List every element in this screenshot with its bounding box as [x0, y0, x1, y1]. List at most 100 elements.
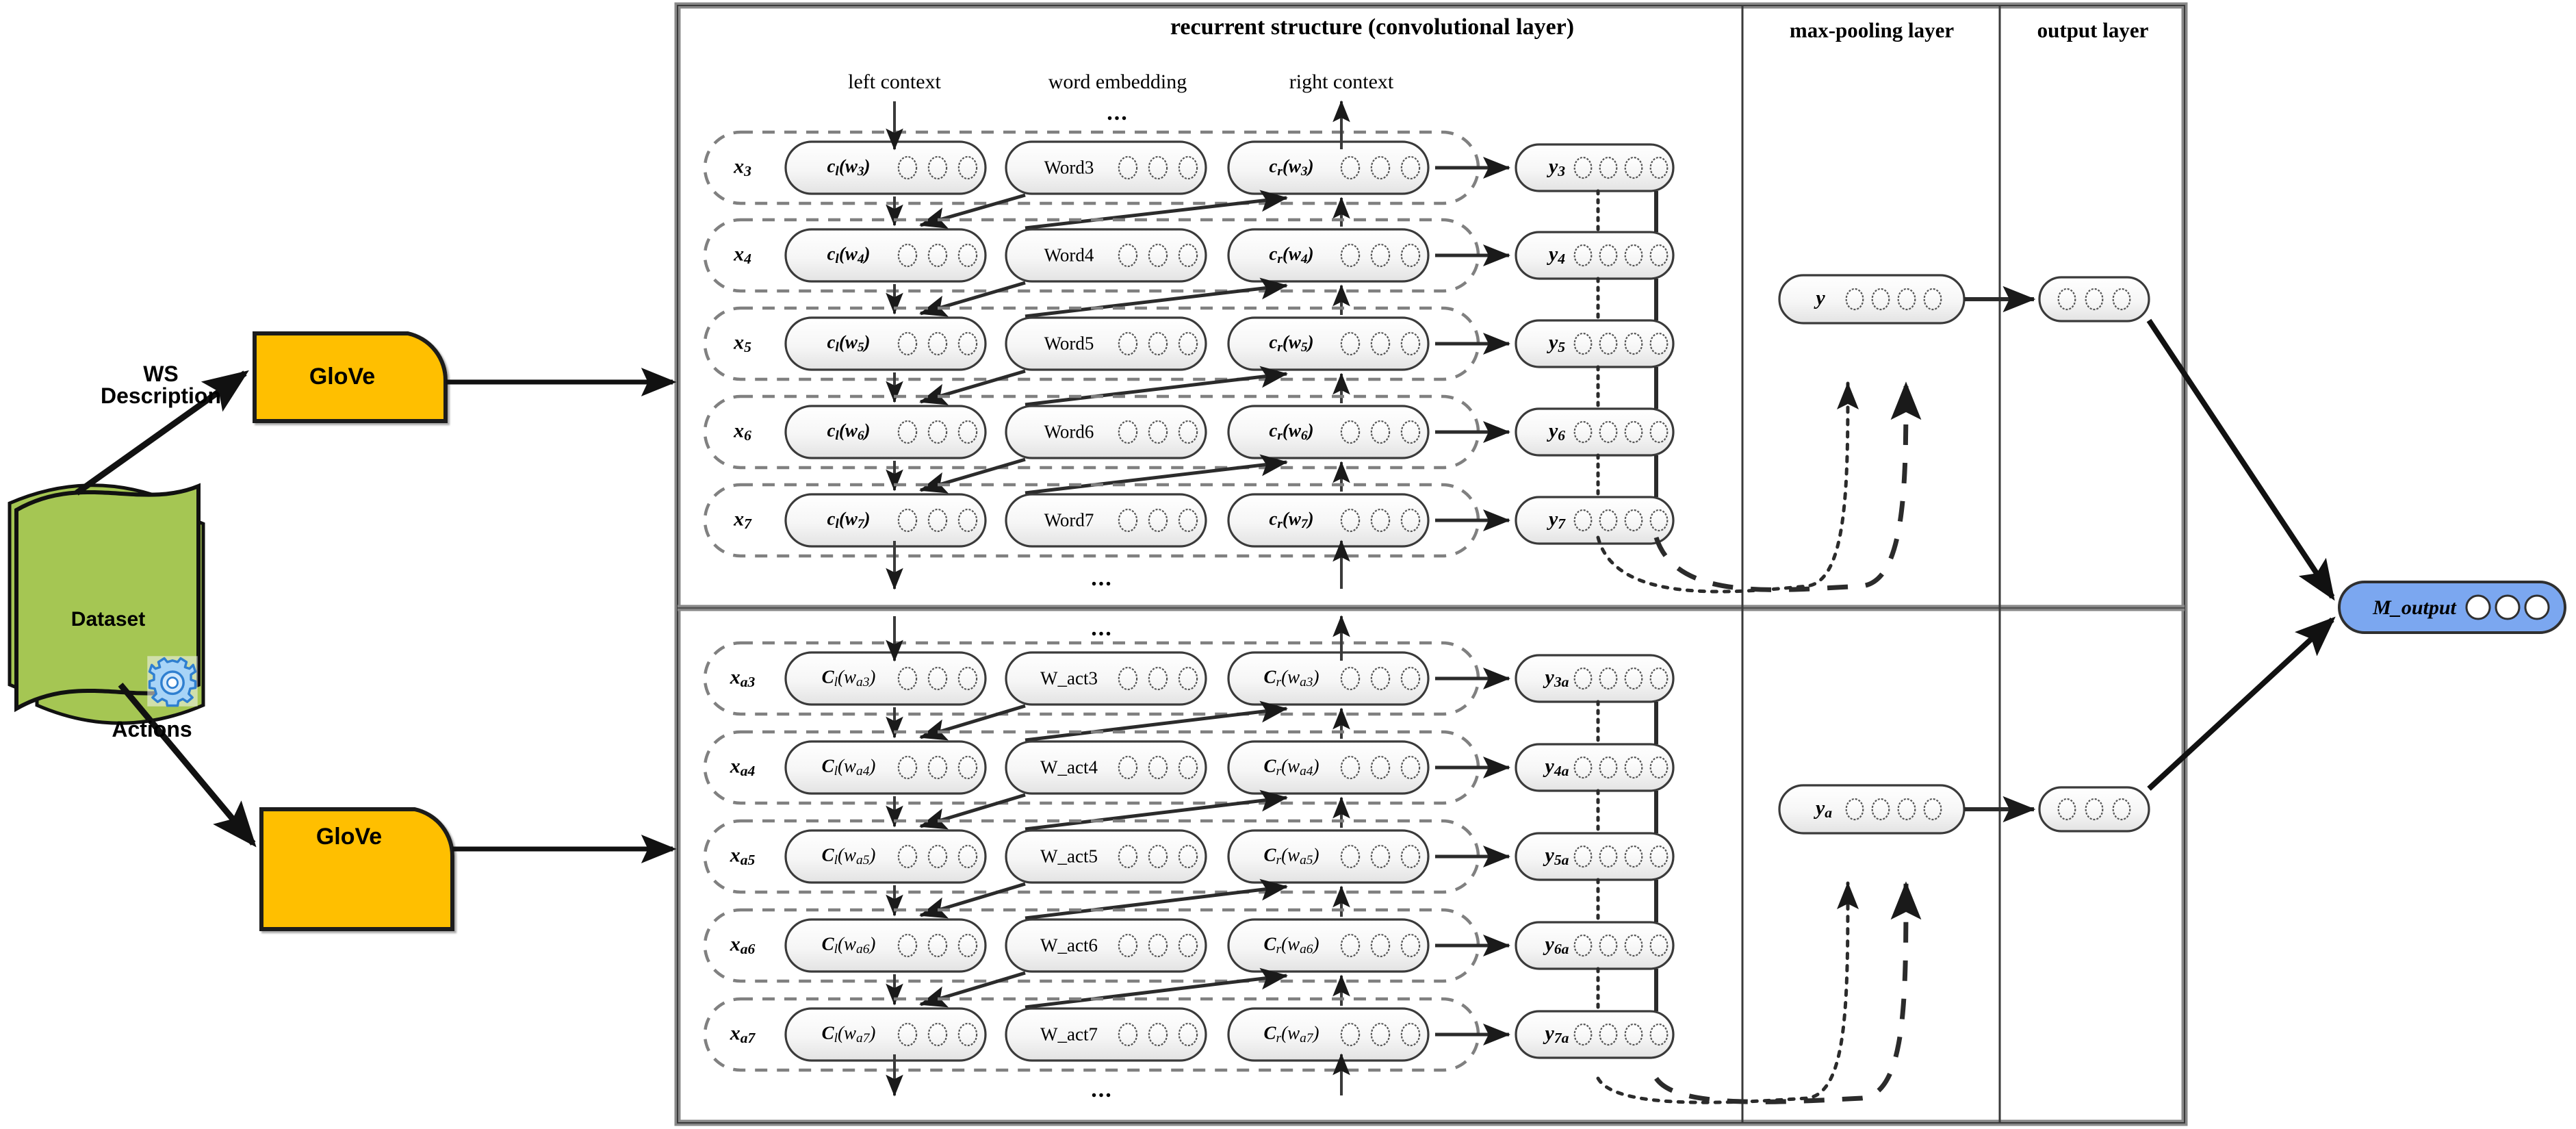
glove-box-bottom[interactable] [259, 807, 455, 931]
node-circle [1118, 844, 1138, 869]
node-circle [1118, 1022, 1138, 1047]
node-circle [1649, 1023, 1669, 1046]
pooling-curves [1596, 381, 1922, 1104]
node-circle [1148, 331, 1168, 356]
node-circle [1400, 420, 1421, 444]
node-circle [2057, 798, 2076, 821]
node-circle [1649, 756, 1669, 779]
node-circle [897, 755, 918, 780]
pool-label-bottom: ya [1815, 796, 1833, 822]
node-circle [1340, 1022, 1361, 1047]
node-circle [1599, 244, 1618, 267]
arrow-dataset-to-glove-bottom [118, 683, 257, 848]
node-circle [1624, 509, 1643, 532]
node-circle [1370, 155, 1391, 180]
node-circle [1118, 243, 1138, 268]
node-circle [927, 933, 948, 958]
y-label: y6 [1548, 419, 1566, 444]
node-circle [1340, 666, 1361, 691]
right-context-node [1227, 740, 1430, 795]
node-circle [957, 331, 978, 356]
node-circle [1370, 933, 1391, 958]
x-label-bot-2: xa5 [730, 843, 756, 869]
left-context-label: Cl(wa3) [821, 666, 876, 689]
node-circle [1573, 934, 1593, 957]
node-circle [927, 155, 948, 180]
left-context-label: cl(w3) [827, 155, 871, 179]
main-frame [674, 2, 2188, 1126]
pool-nodes [1778, 274, 1966, 835]
node-circle [1370, 331, 1391, 356]
node-circle [1370, 666, 1391, 691]
row-group-top-3 [703, 394, 1480, 470]
arrow-word-to-prev-right [1025, 878, 1288, 920]
x-label-bot-3: xa6 [730, 933, 756, 958]
node-circle [897, 508, 918, 533]
x-label-top-4: x7 [734, 507, 751, 533]
node-circle [1148, 420, 1168, 444]
node-circle [957, 243, 978, 268]
node-circle [1897, 798, 1916, 821]
node-circle [1573, 509, 1593, 532]
right-context-label: Cr(wa5) [1263, 844, 1319, 867]
node-circle [1400, 844, 1421, 869]
node-circle [1845, 288, 1864, 311]
node-circle [1340, 420, 1361, 444]
word-embedding-node [1005, 140, 1207, 195]
left-context-node [784, 316, 987, 371]
label-ws-description: WS Description [101, 363, 221, 407]
m-output-node [2338, 581, 2566, 634]
node-circle [1178, 155, 1198, 180]
row-group-top-4 [703, 483, 1480, 558]
left-context-label: Cl(wa4) [821, 755, 876, 778]
node-circle [1370, 508, 1391, 533]
word-embedding-node [1005, 651, 1207, 706]
right-context-node [1227, 829, 1430, 884]
node-circle [927, 508, 948, 533]
y-node [1515, 832, 1675, 881]
node-circle [1649, 420, 1669, 444]
node-circle [1599, 332, 1618, 355]
label-glove-bottom: GloVe [315, 824, 383, 850]
arrow-dataset-to-glove-top [75, 370, 249, 496]
node-circle [1148, 508, 1168, 533]
node-circle [1178, 420, 1198, 444]
node-circle [1573, 156, 1593, 179]
x-label-top-3: x6 [734, 419, 751, 444]
label-left-context: left context [848, 71, 941, 93]
arrow-word-to-prev-right [1025, 277, 1288, 318]
header-output: output layer [2037, 18, 2149, 42]
node-circle [1118, 666, 1138, 691]
left-context-label: Cl(wa5) [821, 844, 876, 867]
node-circle [1871, 798, 1890, 821]
y-node [1515, 1010, 1675, 1059]
output-nodes [2038, 276, 2150, 833]
x-label-top-0: x3 [734, 155, 751, 180]
node-circle [1178, 1022, 1198, 1047]
y-node [1515, 496, 1675, 545]
right-context-label: cr(w4) [1269, 243, 1314, 266]
node-circle [2057, 288, 2076, 311]
right-context-label: Cr(wa4) [1263, 755, 1319, 778]
y-node [1515, 319, 1675, 368]
node-circle [927, 844, 948, 869]
node-circle [1573, 667, 1593, 690]
row-group-top-0 [703, 130, 1480, 205]
node-circle [1649, 244, 1669, 267]
right-context-label: cr(w5) [1269, 331, 1314, 355]
right-context-node [1227, 228, 1430, 283]
left-context-label: cl(w4) [827, 243, 871, 266]
row-group-bot-4 [703, 997, 1480, 1072]
word-embedding-label: W_act3 [1040, 668, 1098, 689]
node-circle [897, 420, 918, 444]
node-circle [1573, 845, 1593, 868]
right-context-node [1227, 1007, 1430, 1062]
node-circle [1624, 934, 1643, 957]
left-context-node [784, 228, 987, 283]
left-context-node [784, 740, 987, 795]
left-context-label: Cl(wa6) [821, 933, 876, 956]
node-circle [1118, 331, 1138, 356]
x-label-bot-1: xa4 [730, 754, 756, 780]
y-label: y6a [1545, 933, 1569, 958]
